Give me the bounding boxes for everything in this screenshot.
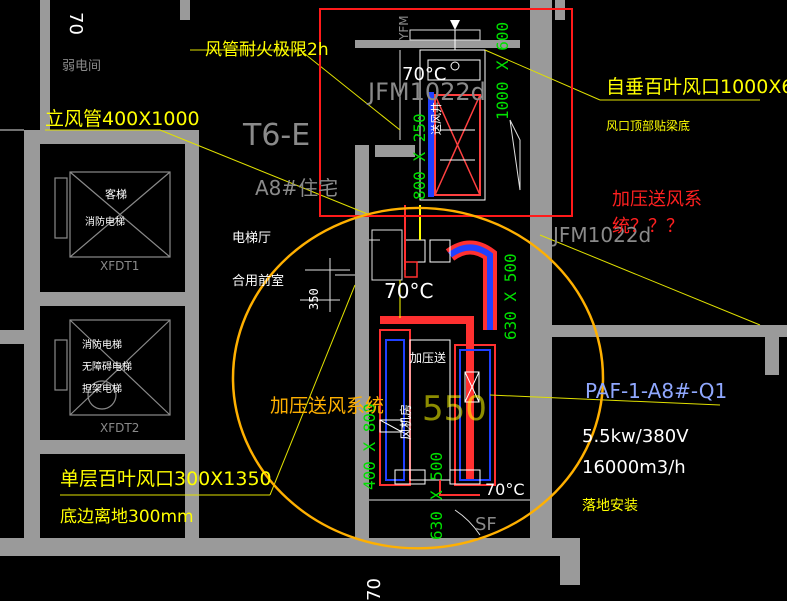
label-building: A8#住宅 xyxy=(255,176,338,200)
dim-600: X 600 xyxy=(493,22,512,70)
shaft-left-wall xyxy=(355,145,369,540)
label-t6e: T6-E xyxy=(242,118,310,153)
equipment-tag: PAF-1-A8#-Q1 xyxy=(585,379,727,403)
top-louver-shaft xyxy=(419,20,486,201)
gray-labels: 弱电间 T6-E A8#住宅 JFM1022d JFM1022d 电梯厅 合用前… xyxy=(62,12,651,601)
label-vertical-louver: 自垂百叶风口1000X600 xyxy=(606,76,787,98)
label-sill-height: 底边离地300mm xyxy=(60,507,194,527)
red-markup-box xyxy=(319,8,573,217)
label-floor-louver: 单层百叶风口300X1350 xyxy=(60,468,272,490)
upper-lift-wall xyxy=(24,130,199,144)
label-70-top: 70 xyxy=(65,12,86,35)
upper-left-wall xyxy=(40,0,50,130)
dim-630x500-upper: 630 X 500 xyxy=(501,253,520,340)
dim-400x: 400 X 800 xyxy=(360,403,379,490)
label-weak-room: 弱电间 xyxy=(62,59,101,74)
label-stretcher: 担架电梯 xyxy=(82,382,122,395)
damper-labels: 70°C 70°C 70°C xyxy=(384,64,525,499)
lift-right-wall xyxy=(185,130,199,540)
equipment-spec: PAF-1-A8#-Q1 5.5kw/380V 16000m3/h xyxy=(582,379,727,478)
label-jfm-right: JFM1022d xyxy=(551,223,651,247)
label-70-bottom: 70 xyxy=(364,578,385,601)
label-xfdt2: XFDT2 xyxy=(100,421,139,435)
right-beam-wall xyxy=(552,325,787,337)
white-linework xyxy=(0,29,530,536)
bottom-wall xyxy=(0,538,580,556)
supply-ducts xyxy=(379,205,497,496)
label-barrier-free: 无障碍电梯 xyxy=(82,360,132,373)
label-elevator-hall: 电梯厅 xyxy=(232,231,271,246)
label-fan-room-b: 风机房 xyxy=(398,404,413,440)
lower-right-wall xyxy=(560,540,580,585)
label-fan-room-a: 加压送 xyxy=(410,350,446,365)
equipment-airflow: 16000m3/h xyxy=(582,457,686,478)
label-xfdt1: XFDT1 xyxy=(100,259,139,273)
label-550: 550 xyxy=(422,389,487,429)
dim-350: 350 xyxy=(307,288,321,310)
label-riser-duct: 立风管400X1000 xyxy=(45,108,200,130)
lift-1 xyxy=(54,171,171,258)
dim-1000: 1000 xyxy=(493,81,512,120)
mid-lift-wall xyxy=(24,292,199,306)
green-dimensions: X 600 1000 800 X 250 630 X 500 400 X 800… xyxy=(307,22,520,540)
dim-800x250: 800 X 250 xyxy=(410,113,429,200)
label-louver-note: 风口顶部贴梁底 xyxy=(606,118,690,133)
label-shared-vestibule: 合用前室 xyxy=(232,273,284,289)
dim-630-low: 630 xyxy=(427,511,446,540)
leader-lines xyxy=(45,49,761,496)
upper-wall-stub xyxy=(180,0,190,20)
dim-x500: X 500 xyxy=(427,452,446,500)
lift-2 xyxy=(54,319,171,416)
label-duct-fire-rating: 风管耐火极限2h xyxy=(205,40,329,60)
damper-70c-low: 70°C xyxy=(485,480,525,499)
label-shaft: 送风井 xyxy=(429,102,443,135)
label-yfm: YFM xyxy=(397,15,411,41)
note-question-line1: 加压送风系 xyxy=(612,189,702,210)
label-jfm-top: JFM1022d xyxy=(366,78,486,106)
left-stub-wall xyxy=(0,330,24,344)
damper-70c-upper: 70°C xyxy=(402,64,446,85)
equipment-power: 5.5kw/380V xyxy=(582,426,689,447)
shaft-ledge xyxy=(375,145,415,157)
note-pressurized-system: 加压送风系统 xyxy=(270,395,384,417)
left-outer-wall xyxy=(24,130,40,540)
yellow-labels: 风管耐火极限2h 立风管400X1000 自垂百叶风口1000X600 风口顶部… xyxy=(45,40,787,527)
lower-lift-wall xyxy=(24,440,199,454)
shaft-right-wall xyxy=(530,0,552,555)
label-passenger-lift: 客梯 xyxy=(105,187,127,201)
orange-markup-circle xyxy=(231,206,605,550)
right-corner-wall xyxy=(765,325,779,375)
label-fire-lift-1: 消防电梯 xyxy=(85,215,125,228)
label-sf: SF xyxy=(475,514,497,535)
damper-70c-mid: 70°C xyxy=(384,279,433,303)
louver-header-wall xyxy=(355,40,520,48)
label-floor-mount: 落地安装 xyxy=(582,498,638,514)
label-fire-lift-2: 消防电梯 xyxy=(82,338,122,351)
note-question-line2: 统？？？ xyxy=(612,216,684,237)
